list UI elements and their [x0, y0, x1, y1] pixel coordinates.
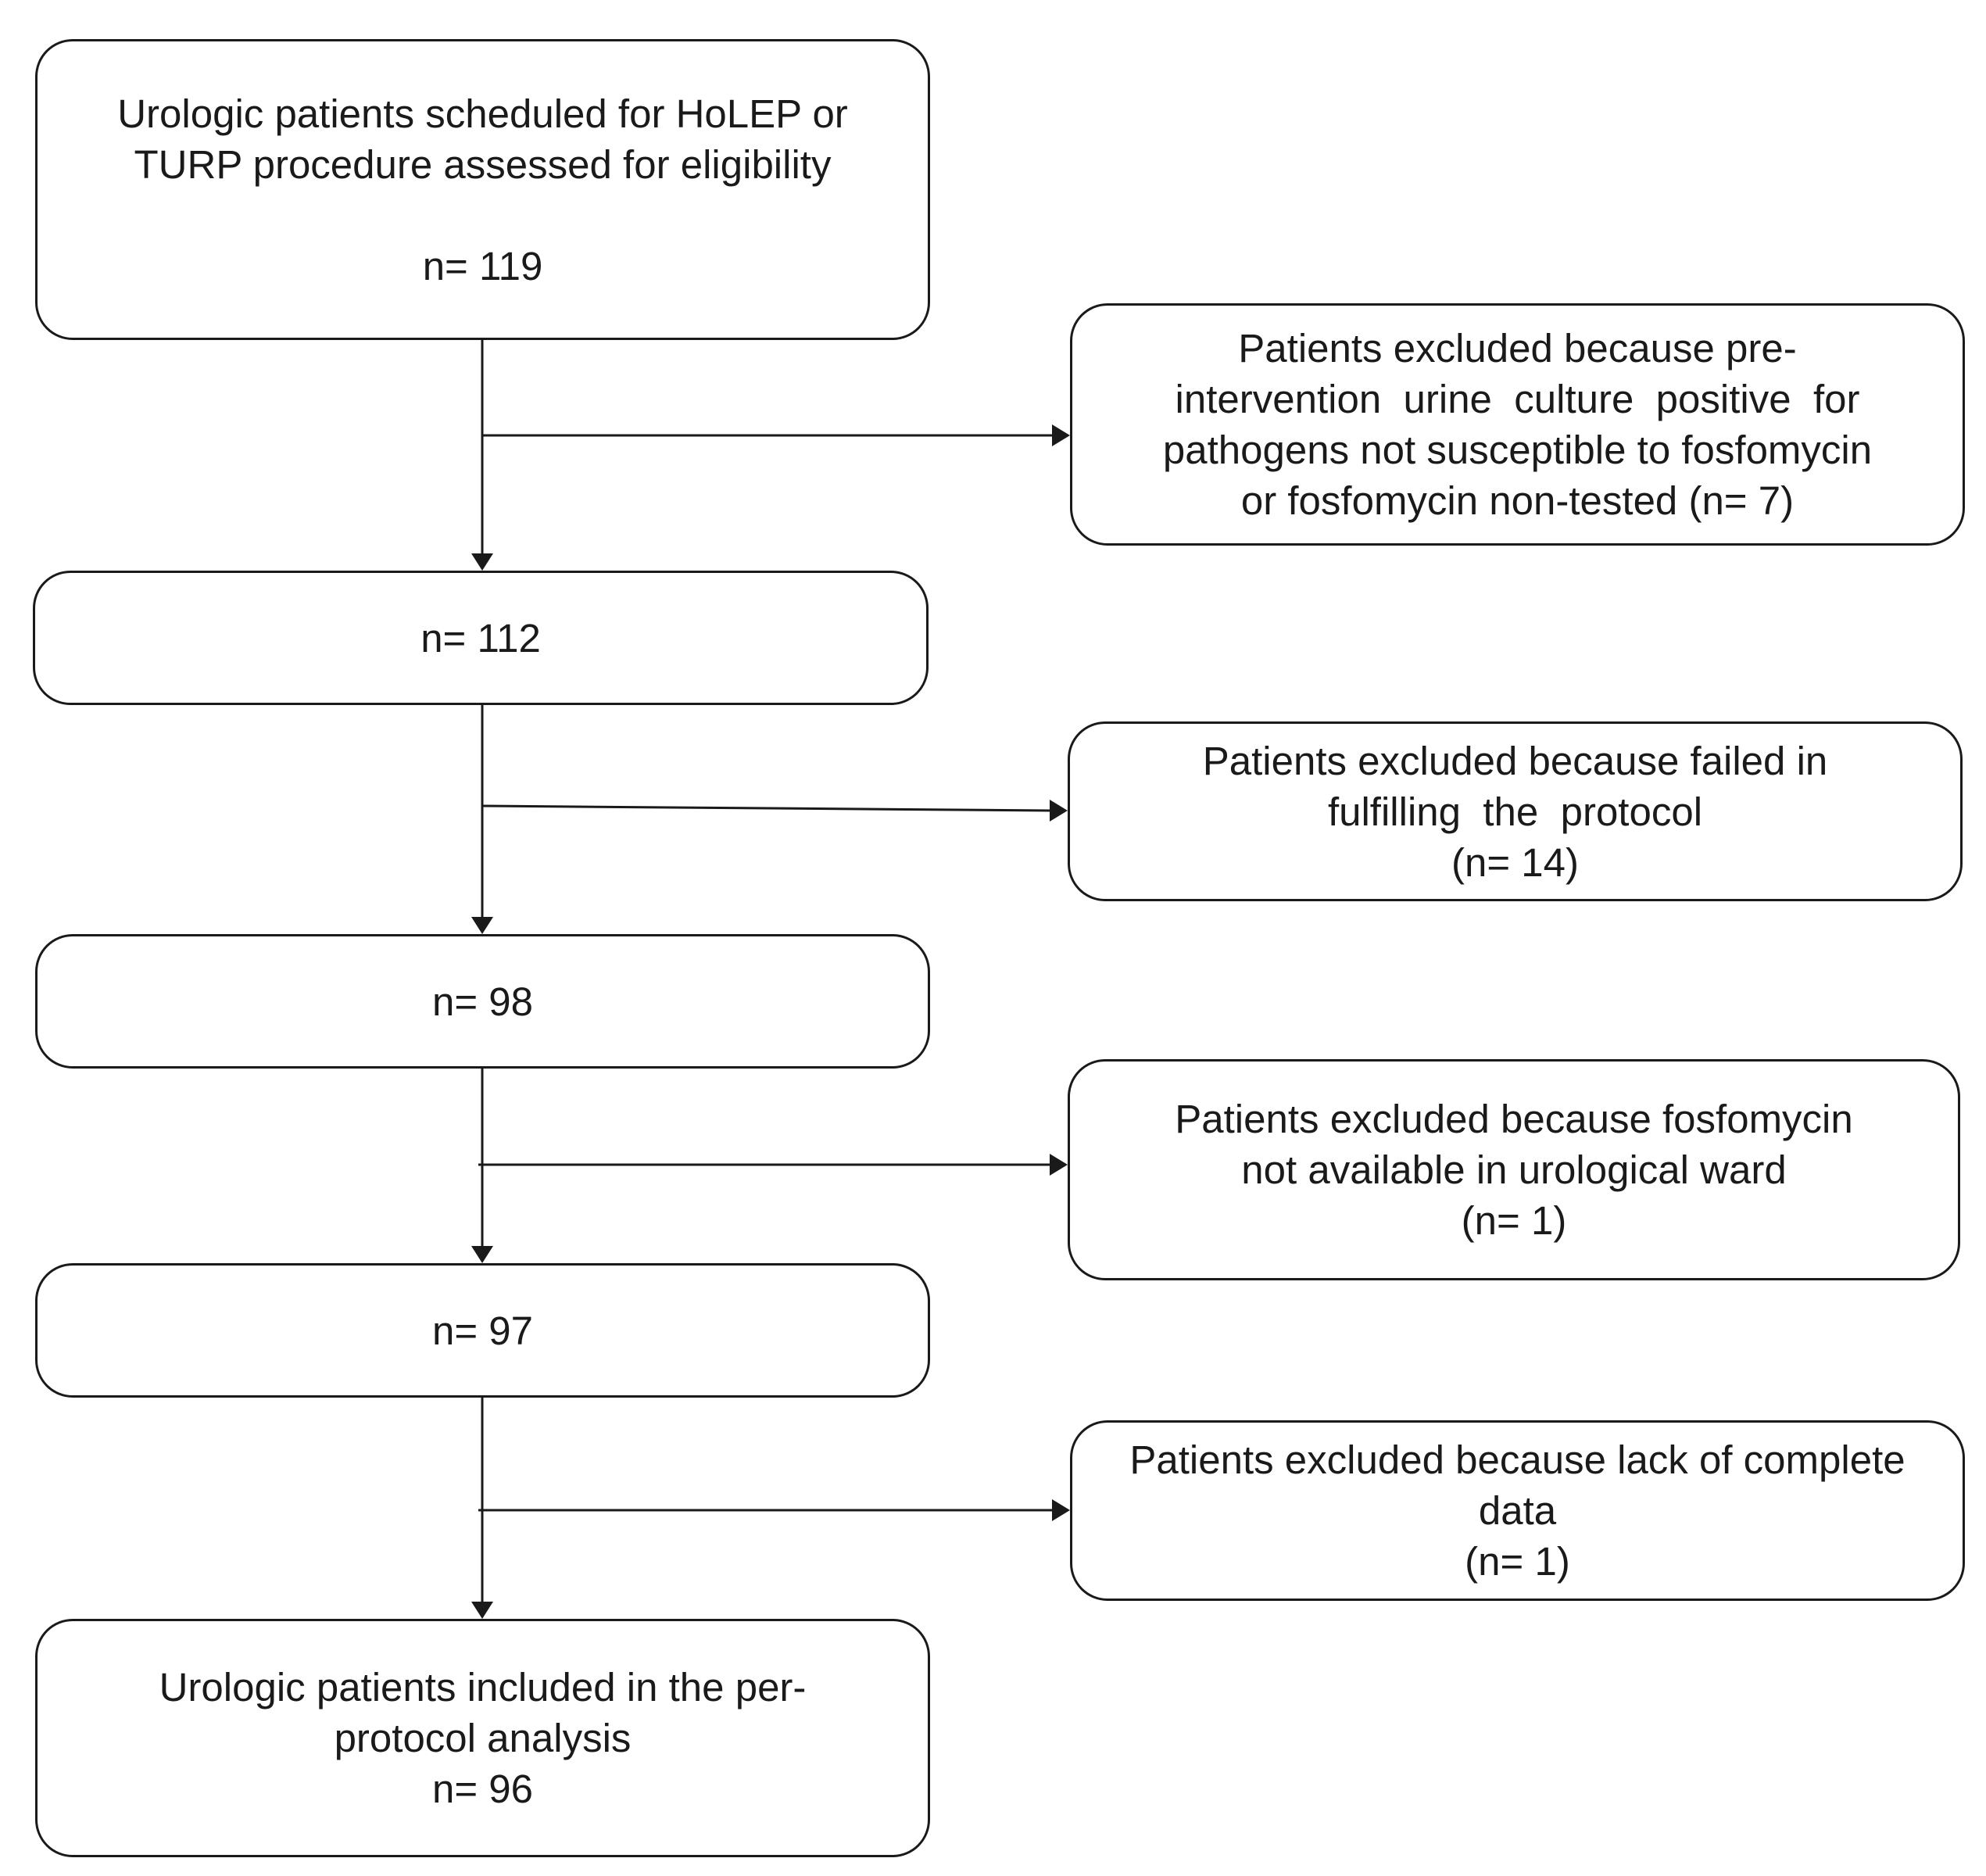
main-box-n97-count: n= 97	[431, 1308, 534, 1353]
exclusion-box-unavailable: Patients excluded because fosfomycin not…	[1068, 1059, 1960, 1280]
vertical-arrow-1	[471, 340, 493, 571]
exclusion-box-incomplete-line-1: Patients excluded because lack of comple…	[1129, 1437, 1905, 1482]
exclusion-box-protocol-line-3: (n= 14)	[1451, 840, 1579, 885]
main-box-included-line-2: protocol analysis	[334, 1716, 632, 1760]
exclusion-box-culture-line-3: pathogens not susceptible to fosfomycin	[1162, 428, 1873, 472]
horizontal-arrow-4	[478, 1499, 1070, 1521]
main-box-n112-count: n= 112	[420, 615, 541, 661]
exclusion-box-unavailable-line-2: not available in urological ward	[1241, 1147, 1787, 1192]
exclusion-box-incomplete-line-2: data	[1478, 1488, 1557, 1533]
horizontal-arrow-1	[482, 424, 1070, 446]
exclusion-box-culture-line-4: or fosfomycin non-tested (n= 7)	[1240, 478, 1795, 523]
exclusion-box-protocol-line-2: fulfilling the protocol	[1327, 789, 1703, 834]
vertical-arrow-3	[471, 1069, 493, 1263]
vertical-arrow-4	[471, 1398, 493, 1619]
exclusion-box-culture-line-2: intervention urine culture positive for	[1175, 377, 1860, 421]
main-box-assessed: Urologic patients scheduled for HoLEP or…	[35, 39, 930, 340]
exclusion-box-culture: Patients excluded because pre- intervent…	[1070, 303, 1965, 546]
main-box-n112: n= 112	[33, 571, 929, 705]
vertical-arrow-2	[471, 705, 493, 934]
main-box-n97: n= 97	[35, 1263, 930, 1398]
exclusion-box-unavailable-line-1: Patients excluded because fosfomycin	[1175, 1097, 1853, 1141]
exclusion-box-culture-line-1: Patients excluded because pre-	[1238, 326, 1797, 371]
main-box-assessed-count: n= 119	[422, 243, 543, 288]
main-box-included: Urologic patients included in the per- p…	[35, 1619, 930, 1857]
exclusion-box-incomplete: Patients excluded because lack of comple…	[1070, 1420, 1965, 1601]
main-box-assessed-line-1: Urologic patients scheduled for HoLEP or	[117, 91, 848, 136]
main-box-included-count: n= 96	[431, 1767, 534, 1811]
main-box-n98: n= 98	[35, 934, 930, 1069]
main-box-assessed-line-2: TURP procedure assessed for eligibility	[134, 141, 832, 187]
main-box-n98-count: n= 98	[431, 979, 534, 1024]
main-box-included-line-1: Urologic patients included in the per-	[159, 1665, 807, 1710]
exclusion-box-incomplete-line-3: (n= 1)	[1465, 1539, 1570, 1584]
horizontal-arrow-3	[478, 1154, 1068, 1176]
exclusion-box-protocol-line-1: Patients excluded because failed in	[1202, 738, 1828, 783]
exclusion-box-protocol: Patients excluded because failed in fulf…	[1068, 721, 1963, 901]
exclusion-box-unavailable-line-3: (n= 1)	[1461, 1198, 1567, 1243]
horizontal-arrow-2	[481, 800, 1068, 822]
